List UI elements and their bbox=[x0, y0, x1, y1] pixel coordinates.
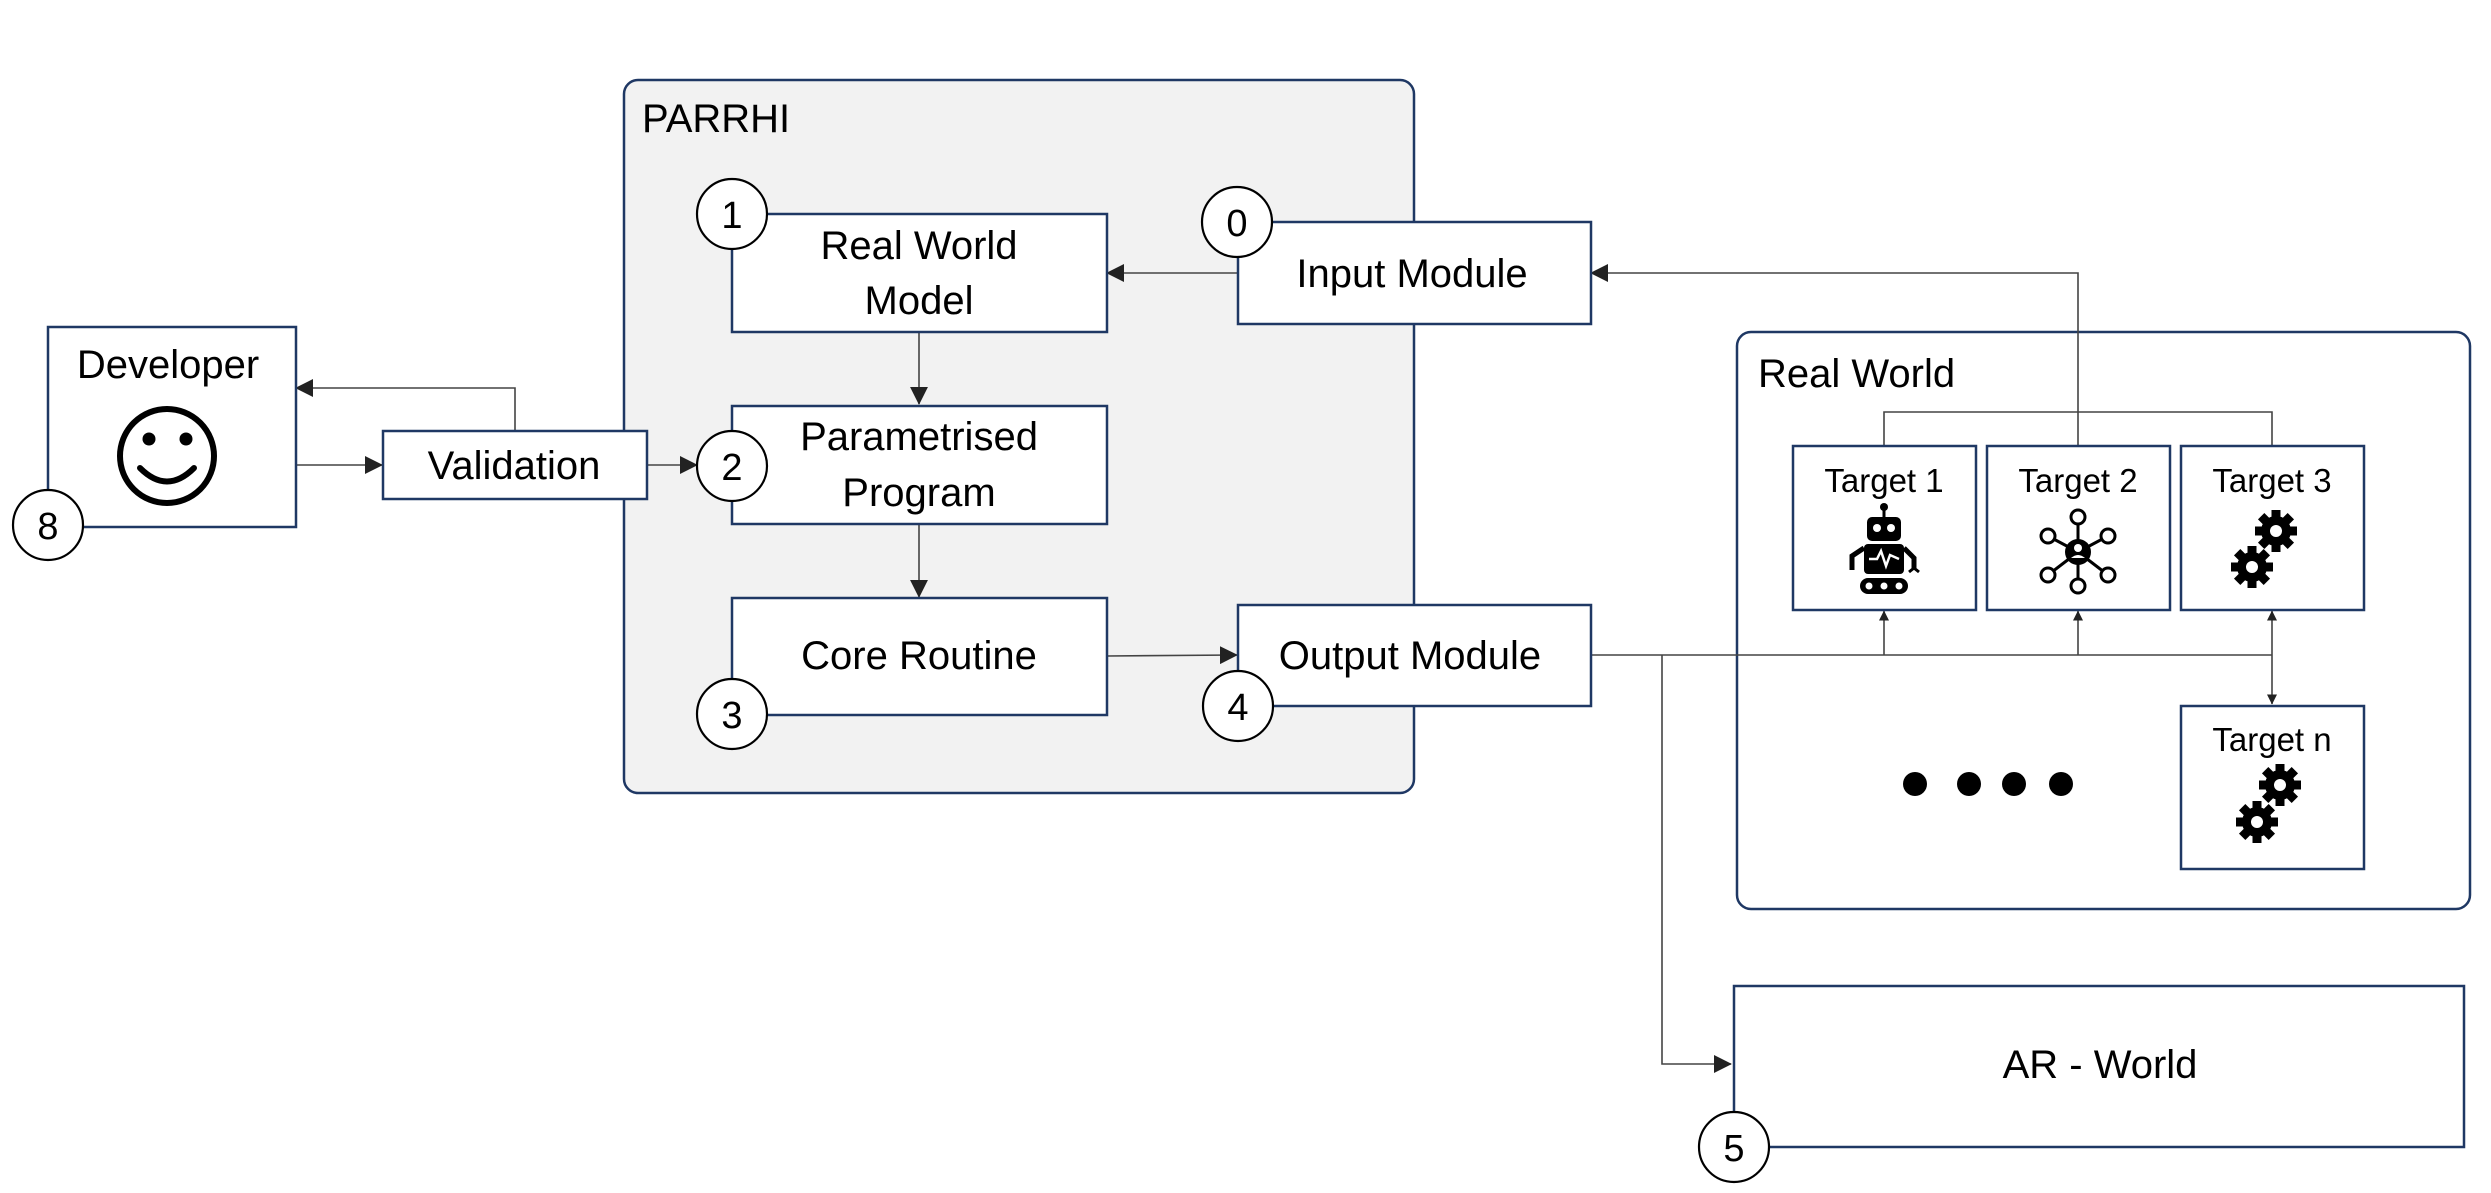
step-5-number: 5 bbox=[1723, 1128, 1744, 1170]
ellipsis-icon bbox=[1903, 772, 2073, 796]
gears-icon bbox=[2231, 510, 2297, 588]
targets-feedback-bus bbox=[1883, 411, 2273, 446]
parametrised-program-line1: Parametrised bbox=[800, 415, 1038, 459]
step-0-badge: 0 bbox=[1200, 185, 1274, 259]
network-icon bbox=[2039, 508, 2117, 595]
gears-icon bbox=[2236, 764, 2301, 843]
smiley-icon bbox=[117, 406, 217, 506]
output-to-ar-world-arrow bbox=[1661, 655, 1732, 1073]
target-2-label: Target 2 bbox=[2018, 462, 2137, 499]
step-3-number: 3 bbox=[721, 695, 742, 737]
step-1-number: 1 bbox=[721, 195, 742, 237]
step-2-number: 2 bbox=[721, 447, 742, 489]
connectors bbox=[295, 264, 2277, 1073]
step-5-badge: 5 bbox=[1697, 1110, 1771, 1184]
core-routine-label: Core Routine bbox=[801, 634, 1037, 678]
parrhi-label: PARRHI bbox=[642, 97, 790, 141]
target-n-label: Target n bbox=[2212, 721, 2331, 758]
developer-node: Developer bbox=[46, 325, 298, 529]
ar-world-node: AR - World bbox=[1732, 984, 2466, 1149]
validation-node: Validation bbox=[381, 429, 649, 501]
target-3-label: Target 3 bbox=[2212, 462, 2331, 499]
validation-label: Validation bbox=[428, 444, 601, 488]
target-1-label: Target 1 bbox=[1824, 462, 1943, 499]
ar-world-label: AR - World bbox=[2003, 1043, 2198, 1087]
parametrised-program-node: Parametrised Program bbox=[730, 404, 1109, 526]
real-world-model-node: Real World Model bbox=[730, 212, 1109, 334]
step-4-badge: 4 bbox=[1201, 669, 1275, 743]
robot-icon bbox=[1849, 503, 1920, 594]
developer-label: Developer bbox=[77, 343, 259, 387]
real-world-label: Real World bbox=[1758, 352, 1955, 396]
target-1-node: Target 1 bbox=[1791, 444, 1978, 612]
step-2-badge: 2 bbox=[695, 429, 769, 503]
targets-to-input-arrow bbox=[1590, 264, 2079, 446]
step-3-badge: 3 bbox=[695, 677, 769, 751]
real-world-model-line1: Real World bbox=[820, 224, 1017, 268]
step-1-badge: 1 bbox=[695, 177, 769, 251]
real-world-model-line2: Model bbox=[865, 279, 974, 323]
target-2-node: Target 2 bbox=[1985, 444, 2172, 612]
output-module-label: Output Module bbox=[1279, 634, 1541, 678]
step-8-badge: 8 bbox=[11, 488, 85, 562]
step-0-number: 0 bbox=[1226, 203, 1247, 245]
validation-to-developer-arrow bbox=[295, 379, 516, 431]
core-routine-node: Core Routine bbox=[730, 596, 1109, 717]
parametrised-program-line2: Program bbox=[842, 471, 995, 515]
step-4-number: 4 bbox=[1227, 687, 1248, 729]
output-module-node: Output Module bbox=[1236, 603, 1593, 708]
target-n-node: Target n bbox=[2179, 704, 2366, 871]
core-to-output-arrow bbox=[1106, 646, 1238, 665]
input-module-label: Input Module bbox=[1296, 252, 1527, 296]
step-8-number: 8 bbox=[37, 506, 58, 548]
target-3-node: Target 3 bbox=[2179, 444, 2366, 612]
input-module-node: Input Module bbox=[1236, 220, 1593, 326]
